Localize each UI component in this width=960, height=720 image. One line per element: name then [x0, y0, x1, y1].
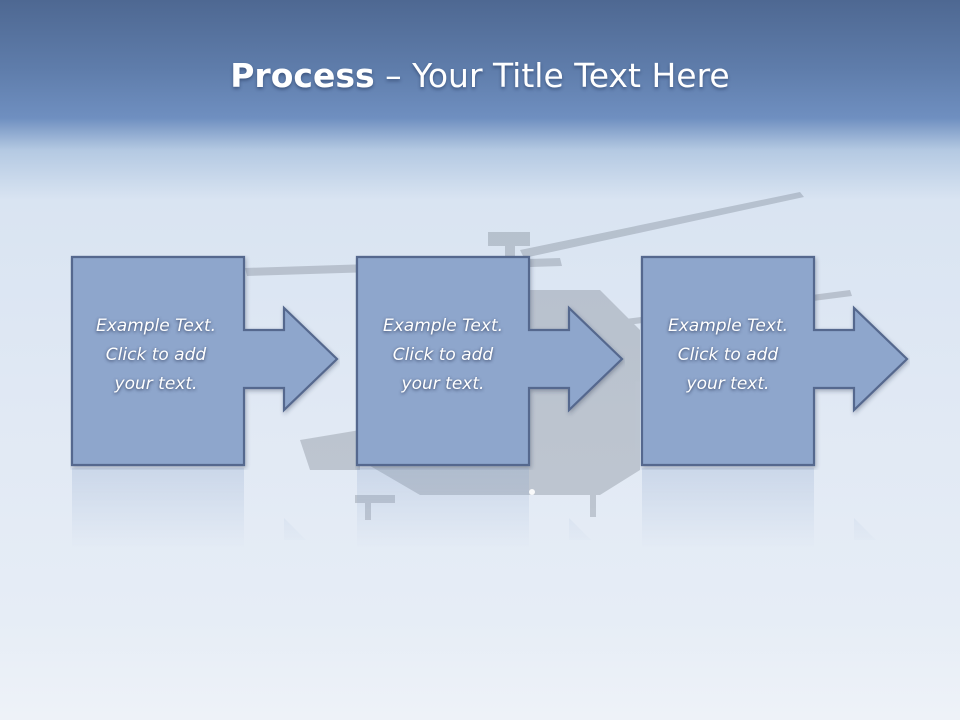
process-step-1-reflection: [72, 468, 306, 548]
process-step-2-shape[interactable]: [355, 255, 625, 470]
process-step-2-reflection: [357, 468, 591, 548]
title-rest: – Your Title Text Here: [374, 56, 730, 95]
process-step-3-shape[interactable]: [640, 255, 910, 470]
process-step-1-shape[interactable]: [70, 255, 340, 470]
process-step-3-reflection: [642, 468, 876, 548]
title-emphasis: Process: [230, 56, 375, 95]
page-title[interactable]: Process – Your Title Text Here: [0, 52, 960, 100]
